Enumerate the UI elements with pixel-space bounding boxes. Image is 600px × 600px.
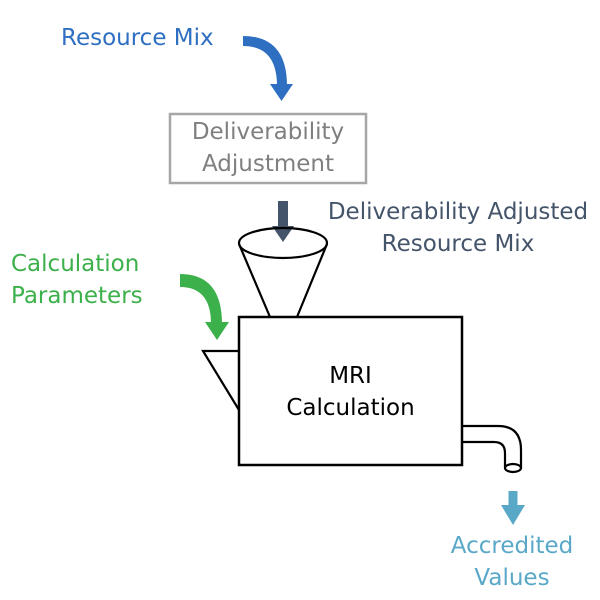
deliverability-adjustment-box bbox=[168, 112, 368, 185]
calc-params-line2: Parameters bbox=[11, 283, 143, 309]
mri-line2: Calculation bbox=[286, 395, 415, 421]
deliverability-adjustment-line2: Adjustment bbox=[201, 151, 335, 177]
calculation-parameters-label: Calculation Parameters bbox=[11, 248, 143, 312]
outlet-pipe-icon bbox=[462, 424, 523, 474]
mri-line1: MRI bbox=[329, 363, 372, 389]
calc-params-line1: Calculation bbox=[11, 251, 140, 277]
resource-mix-arrow bbox=[243, 36, 293, 101]
adjusted-mix-line1: Deliverability Adjusted bbox=[327, 199, 589, 225]
deliverability-adjustment-line1: Deliverability bbox=[191, 119, 345, 145]
accredited-line1: Accredited bbox=[450, 533, 574, 559]
adjusted-mix-label: Deliverability Adjusted Resource Mix bbox=[322, 196, 594, 260]
accredited-values-label: Accredited Values bbox=[430, 530, 594, 594]
mri-calculation-box bbox=[237, 315, 464, 467]
adjusted-mix-line2: Resource Mix bbox=[381, 231, 535, 257]
deliverability-adjustment-label: Deliverability Adjustment bbox=[170, 116, 366, 180]
calculation-parameters-arrow bbox=[180, 274, 229, 340]
accredited-values-arrow bbox=[501, 491, 525, 525]
resource-mix-label: Resource Mix bbox=[61, 25, 214, 51]
mri-calculation-label: MRI Calculation bbox=[239, 360, 462, 424]
adjusted-mix-arrow bbox=[272, 201, 294, 242]
funnel-icon bbox=[237, 226, 329, 318]
accredited-line2: Values bbox=[474, 565, 550, 591]
side-hopper-icon bbox=[201, 349, 240, 411]
